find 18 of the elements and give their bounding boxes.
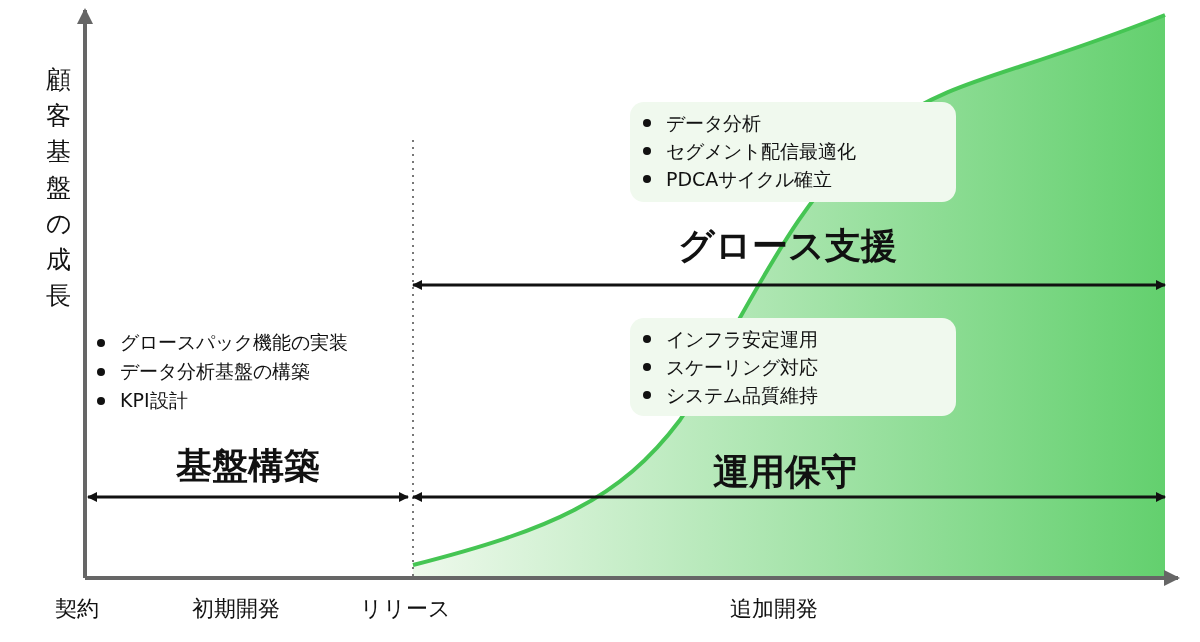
timeline-label: 追加開発 [730, 598, 818, 620]
bullet-panel [630, 102, 956, 202]
bullet-panel [630, 318, 956, 416]
bullet-item: システム品質維持 [640, 384, 946, 406]
bullet-item: スケーリング対応 [640, 356, 946, 378]
bullet-item: グロースパック機能の実装 [94, 333, 348, 352]
bullet-item: データ分析 [640, 112, 946, 134]
bullet-item: KPI設計 [94, 391, 188, 410]
phase-title: 運用保守 [713, 454, 857, 490]
timeline-label: リリース [360, 598, 451, 620]
bullet-item: データ分析基盤の構築 [94, 362, 310, 381]
timeline-label: 初期開発 [192, 598, 280, 620]
bullet-item: インフラ安定運用 [640, 328, 946, 350]
bullet-item: セグメント配信最適化 [640, 140, 946, 162]
phase-title: 基盤構築 [176, 448, 320, 484]
axis-label: 顧客基盤の成長 [46, 64, 72, 312]
bullet-item: PDCAサイクル確立 [640, 168, 946, 190]
timeline-label: 契約 [55, 598, 99, 620]
